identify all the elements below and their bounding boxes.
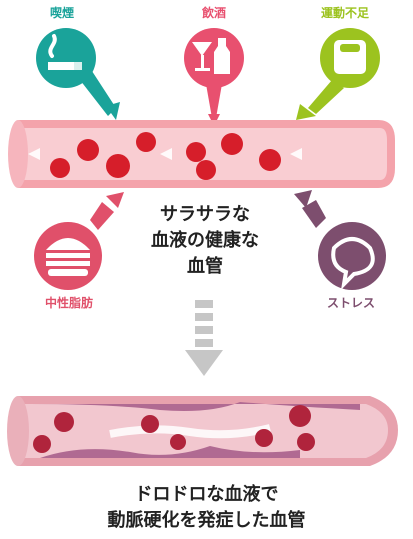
healthy-line1: サラサラな [160, 204, 250, 225]
drinks-icon [192, 38, 230, 74]
unhealthy-line2: 動脈硬化を発症した血管 [107, 510, 306, 531]
speech-bubble-icon [331, 237, 375, 290]
smoking-label: 喫煙 [49, 6, 74, 20]
fat-pin [34, 192, 124, 290]
red-blood-cell [50, 132, 281, 180]
cigarette-icon [48, 34, 82, 70]
dark-blood-cell [33, 405, 315, 453]
scale-icon [334, 40, 366, 74]
down-arrow-icon [185, 300, 223, 376]
healthy-vessel [8, 120, 395, 188]
stress-pin [294, 190, 386, 290]
unhealthy-vessel [7, 396, 398, 466]
healthy-line2: 血液の健康な [151, 230, 259, 251]
exercise-pin [296, 28, 380, 120]
drinking-pin [184, 28, 244, 126]
healthy-caption: サラサラな 血液の健康な 血管 [120, 202, 290, 280]
stress-label: ストレス [326, 296, 375, 310]
drinking-label: 飲酒 [201, 6, 226, 20]
fat-label: 中性脂肪 [44, 296, 93, 310]
unhealthy-caption: ドロドロな血液で 動脈硬化を発症した血管 [40, 482, 373, 534]
exercise-label: 運動不足 [320, 6, 369, 20]
burger-icon [46, 238, 90, 276]
smoking-pin [36, 28, 120, 120]
healthy-line3: 血管 [187, 256, 223, 277]
unhealthy-line1: ドロドロな血液で [134, 484, 279, 505]
